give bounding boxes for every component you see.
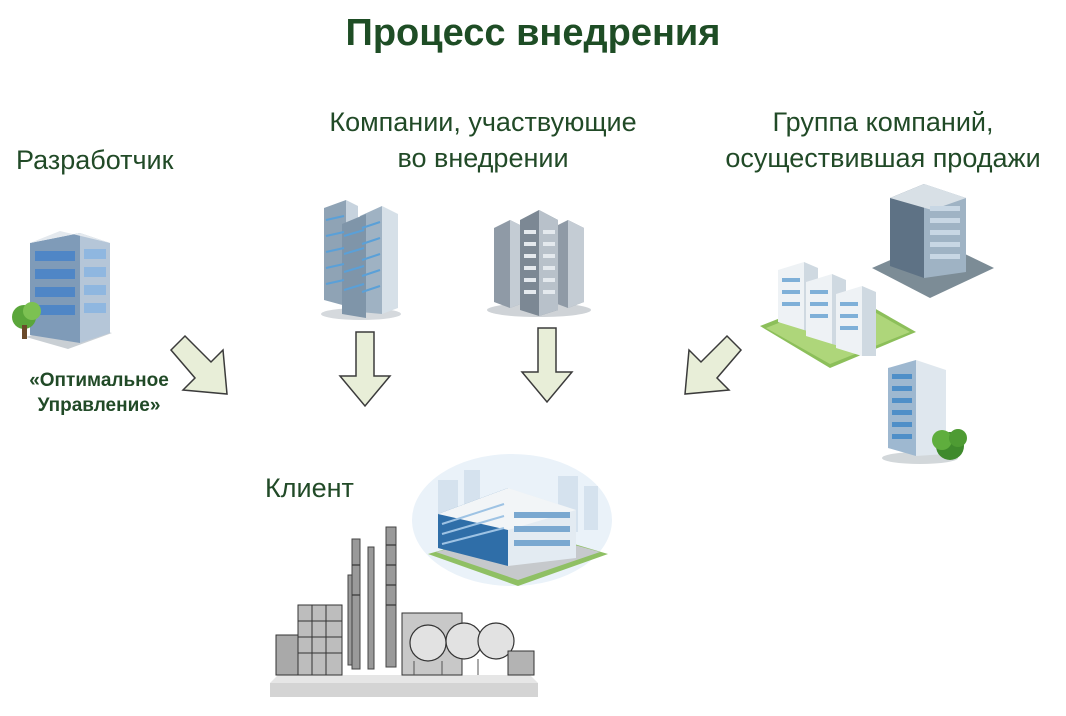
client-label: Клиент bbox=[265, 473, 354, 503]
business-center-icon bbox=[408, 450, 614, 590]
page-title: Процесс внедрения bbox=[345, 12, 721, 54]
skyscraper-cluster-icon bbox=[484, 206, 594, 318]
developer-name-line2: Управление» bbox=[37, 395, 161, 416]
developer-name: «Оптимальное Управление» bbox=[14, 368, 184, 418]
developer-name-line1: «Оптимальное bbox=[29, 370, 169, 391]
developer-label: Разработчик bbox=[16, 145, 174, 175]
arrow-down-icon bbox=[520, 327, 574, 404]
sales-group-label-line1: Группа компаний, bbox=[772, 107, 994, 137]
sales-group-label-line2: осуществившая продажи bbox=[725, 143, 1041, 173]
industrial-plant-icon bbox=[268, 525, 540, 701]
business-center-icon bbox=[868, 176, 996, 298]
sales-group-label: Группа компаний, осуществившая продажи bbox=[700, 104, 1066, 176]
tall-office-icon bbox=[880, 358, 970, 466]
arrow-down-icon bbox=[338, 331, 392, 408]
arrow-down-left-icon bbox=[684, 334, 743, 395]
arrow-down-right-icon bbox=[169, 334, 228, 395]
corporate-campus-icon bbox=[760, 260, 918, 370]
participants-label: Компании, участвующие во внедрении bbox=[300, 104, 666, 176]
participants-label-line2: во внедрении bbox=[397, 143, 569, 173]
twin-towers-icon bbox=[318, 196, 404, 322]
participants-label-line1: Компании, участвующие bbox=[329, 107, 637, 137]
office-building-icon bbox=[8, 225, 118, 353]
